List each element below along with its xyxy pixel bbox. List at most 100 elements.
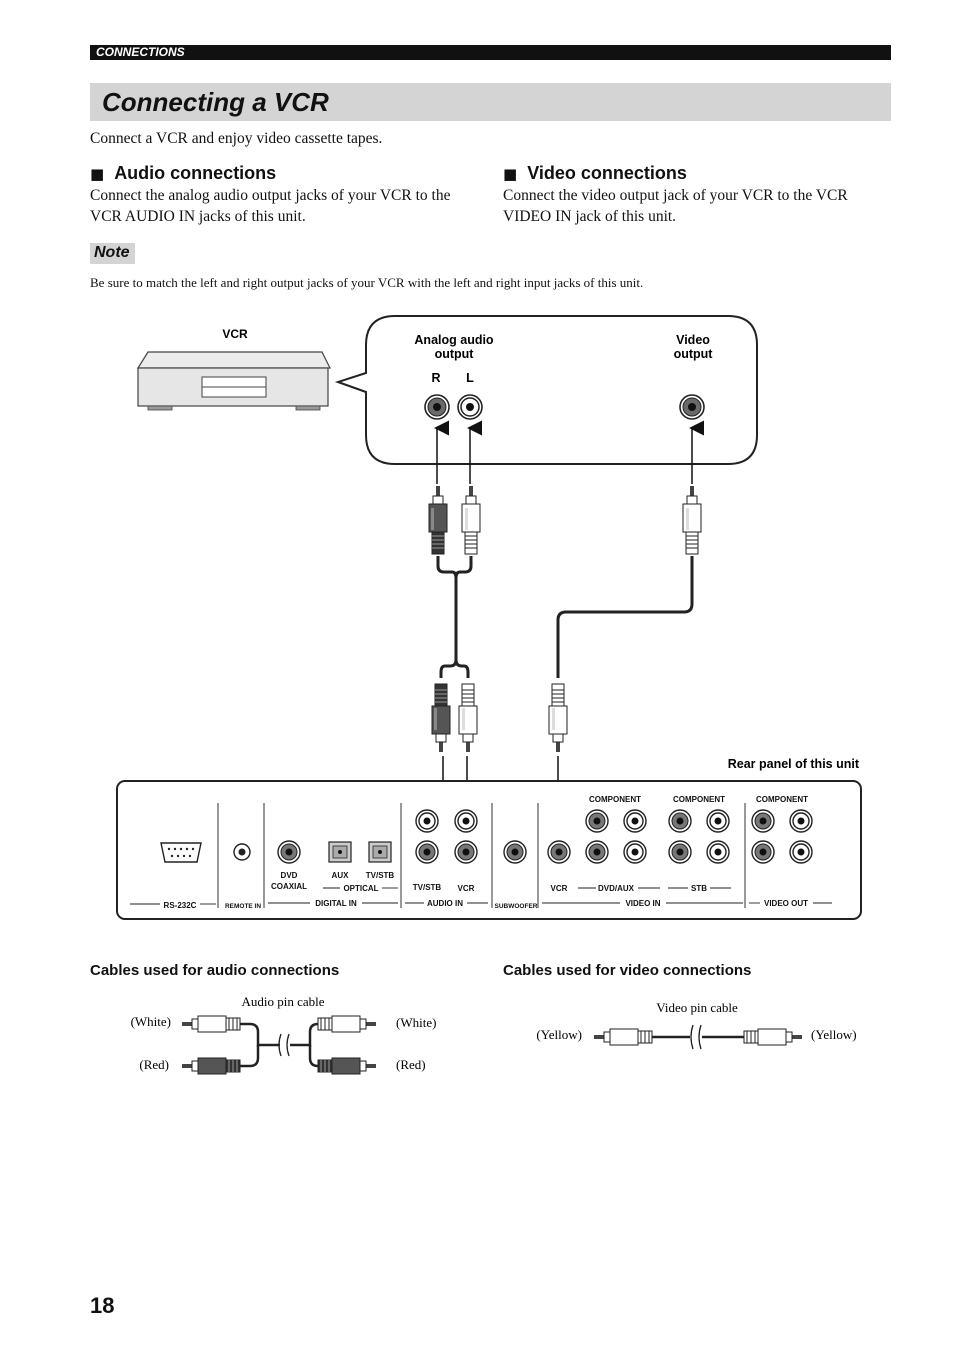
l-label: L — [466, 371, 474, 385]
component-label-2: COMPONENT — [673, 795, 725, 804]
component-dvd-pb-jack — [623, 809, 647, 833]
rear-panel — [116, 780, 862, 920]
r-label: R — [431, 371, 440, 385]
component-stb-y-jack — [668, 809, 692, 833]
note-label-box: Note — [90, 243, 135, 264]
vcr-device — [136, 351, 331, 411]
video-plug-yellow-lower — [549, 684, 567, 752]
white-right-label: (White) — [396, 1015, 436, 1030]
audio-cables-heading: Cables used for audio connections — [90, 962, 340, 979]
video-out-jack — [789, 840, 813, 864]
component-stb-pb-jack — [706, 809, 730, 833]
video-line-2: VIDEO IN jack of this unit. — [503, 208, 677, 225]
audio-plug-red-lower — [432, 684, 450, 752]
tvstb-audio-r-jack — [415, 840, 439, 864]
bullet-square-icon: ■ — [503, 165, 518, 183]
audio-plug-red-upper — [428, 485, 448, 555]
vcr-video-label: VCR — [551, 884, 568, 893]
audio-cable-diagram — [181, 1015, 377, 1075]
dvdaux-label: DVD/AUX — [598, 884, 635, 893]
remote-in-label: REMOTE IN — [225, 903, 261, 910]
vcr-audio-l-in-jack — [454, 809, 478, 833]
audio-section: ■ Audio connections Connect the analog au… — [90, 162, 485, 227]
vcr-video-jack — [679, 394, 705, 420]
yellow-left-label: (Yellow) — [536, 1027, 582, 1042]
video-out-label: VIDEO OUT — [764, 899, 808, 908]
yellow-right-label: (Yellow) — [811, 1027, 857, 1042]
dvd-coaxial-jack — [277, 840, 301, 864]
remote-in-jack — [233, 843, 251, 861]
component-dvd-y-jack — [585, 809, 609, 833]
white-left-label: (White) — [131, 1014, 171, 1029]
video-paragraph: Connect the video output jack of your VC… — [503, 185, 898, 227]
component-label-3: COMPONENT — [756, 795, 808, 804]
aux-label: AUX — [332, 871, 350, 880]
audio-line-2: VCR AUDIO IN jacks of this unit. — [90, 208, 306, 225]
vcr-audio-r-in-jack — [454, 840, 478, 864]
video-output-label-1: Video — [676, 333, 710, 347]
video-cable — [556, 556, 694, 678]
video-cable-diagram — [593, 1024, 803, 1050]
cables-illustration: Audio pin cable (White) (Red) (White) (R… — [131, 994, 857, 1075]
audio-heading: ■ Audio connections — [90, 162, 485, 185]
tvstb-audio-label: TV/STB — [413, 883, 442, 892]
rear-panel-label: Rear panel of this unit — [728, 757, 860, 771]
audio-pin-cable-label: Audio pin cable — [241, 994, 324, 1009]
tvstb-optical-jack — [368, 841, 392, 863]
red-left-label: (Red) — [139, 1057, 169, 1072]
aux-optical-jack — [328, 841, 352, 863]
section-header-bar: CONNECTIONS — [90, 45, 891, 60]
analog-audio-label-1: Analog audio — [414, 333, 494, 347]
vcr-audio-label: VCR — [458, 884, 475, 893]
audio-heading-text: Audio connections — [114, 163, 277, 183]
digital-in-label: DIGITAL IN — [315, 899, 357, 908]
note-label: Note — [94, 244, 130, 261]
rs232c-label: RS-232C — [164, 901, 197, 910]
component-dvd-pr-jack — [585, 840, 609, 864]
rs232c-port — [160, 842, 202, 863]
section-label: CONNECTIONS — [96, 45, 185, 59]
audio-plug-white-upper — [461, 485, 481, 555]
audio-cable-white — [454, 659, 470, 678]
video-cables-heading: Cables used for video connections — [503, 962, 752, 979]
page-title: Connecting a VCR — [102, 87, 329, 117]
component-out-pb-jack — [789, 809, 813, 833]
page-number: 18 — [90, 1293, 115, 1318]
red-right-label: (Red) — [396, 1057, 426, 1072]
component-label-1: COMPONENT — [589, 795, 641, 804]
stb-label: STB — [691, 884, 707, 893]
tvstb-optical-label: TV/STB — [366, 871, 395, 880]
video-plug-yellow-upper — [682, 485, 702, 555]
audio-cable-red — [436, 556, 458, 678]
vcr-audio-r-jack — [424, 394, 450, 420]
video-heading-text: Video connections — [527, 163, 687, 183]
video-output-label-2: output — [674, 347, 714, 361]
optical-label: OPTICAL — [343, 884, 378, 893]
video-line-1: Connect the video output jack of your VC… — [503, 187, 848, 204]
video-in-label: VIDEO IN — [625, 899, 660, 908]
audio-line-1: Connect the analog audio output jacks of… — [90, 187, 451, 204]
component-out-y-jack — [751, 809, 775, 833]
note-text: Be sure to match the left and right outp… — [90, 275, 644, 290]
subwoofer-label: SUBWOOFER — [495, 903, 538, 910]
vcr-video-in-jack — [547, 840, 571, 864]
dvd-label: DVD — [281, 871, 298, 880]
bullet-square-icon: ■ — [90, 165, 105, 183]
subwoofer-jack — [503, 840, 527, 864]
stb-video-jack — [706, 840, 730, 864]
vcr-audio-l-jack — [457, 394, 483, 420]
vcr-label: VCR — [222, 327, 248, 341]
audio-in-label: AUDIO IN — [427, 899, 463, 908]
component-out-pr-jack — [751, 840, 775, 864]
tvstb-audio-l-jack — [415, 809, 439, 833]
video-heading: ■ Video connections — [503, 162, 898, 185]
intro-text: Connect a VCR and enjoy video cassette t… — [90, 130, 383, 147]
audio-paragraph: Connect the analog audio output jacks of… — [90, 185, 485, 227]
analog-audio-label-2: output — [435, 347, 475, 361]
coaxial-label: COAXIAL — [271, 882, 307, 891]
audio-plug-white-lower — [459, 684, 477, 752]
video-pin-cable-label: Video pin cable — [656, 1000, 738, 1015]
dvdaux-video-jack — [623, 840, 647, 864]
component-stb-pr-jack — [668, 840, 692, 864]
